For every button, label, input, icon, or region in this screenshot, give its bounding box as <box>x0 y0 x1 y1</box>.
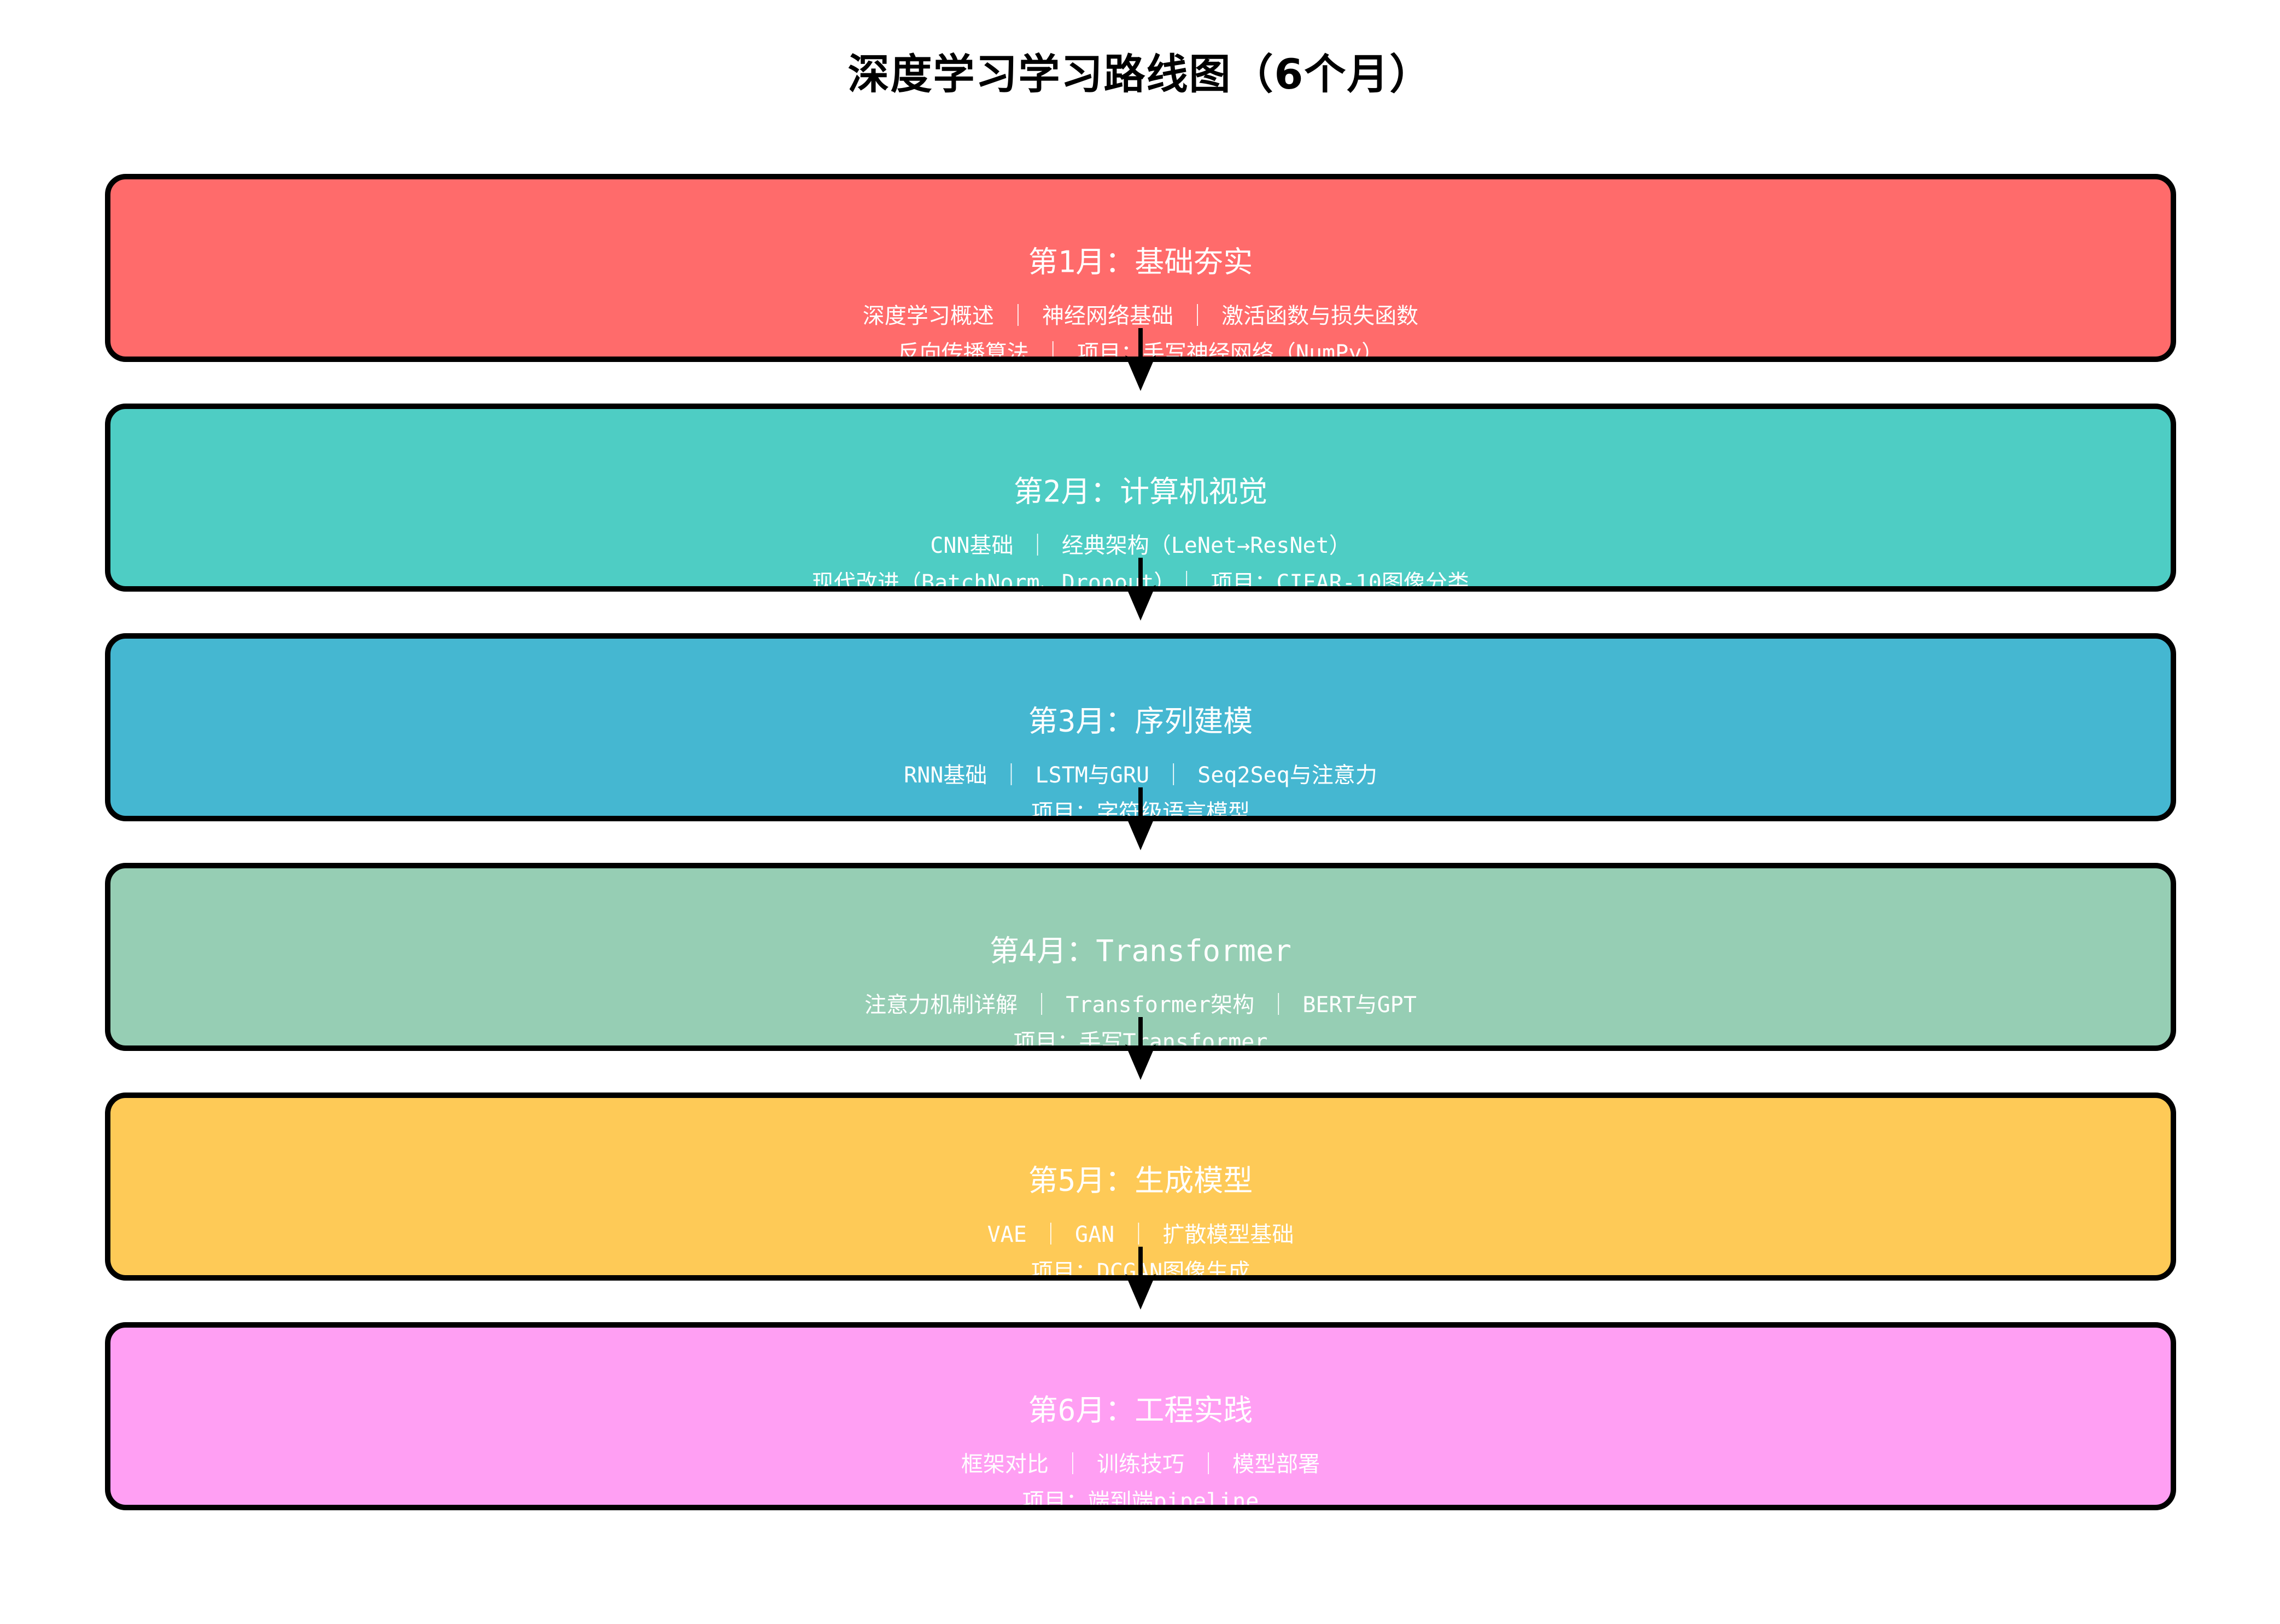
roadmap-stage: 第4月：Transformer 注意力机制详解 ｜ Transformer架构 … <box>105 863 2176 1080</box>
stage-topics: RNN基础 ｜ LSTM与GRU ｜ Seq2Seq与注意力 <box>904 763 1377 788</box>
roadmap-stage: 第2月：计算机视觉 CNN基础 ｜ 经典架构（LeNet→ResNet） 现代改… <box>105 404 2176 621</box>
down-arrow-icon <box>1125 558 1156 621</box>
roadmap-stage: 第3月：序列建模 RNN基础 ｜ LSTM与GRU ｜ Seq2Seq与注意力 … <box>105 633 2176 850</box>
stage-project: 项目：端到端pipeline <box>1022 1489 1259 1510</box>
stage-title: 第1月：基础夯实 <box>1028 244 1253 279</box>
stage-title: 第4月：Transformer <box>989 933 1292 968</box>
stage-topics: CNN基础 ｜ 经典架构（LeNet→ResNet） <box>930 533 1351 559</box>
stage-topics: 注意力机制详解 ｜ Transformer架构 ｜ BERT与GPT <box>864 992 1417 1018</box>
roadmap-stage: 第6月：工程实践 框架对比 ｜ 训练技巧 ｜ 模型部署 项目：端到端pipeli… <box>105 1322 2176 1510</box>
stage-title: 第5月：生成模型 <box>1028 1163 1253 1198</box>
down-arrow-icon <box>1125 328 1156 391</box>
stage-title: 第6月：工程实践 <box>1028 1393 1253 1428</box>
stage-list: 第1月：基础夯实 深度学习概述 ｜ 神经网络基础 ｜ 激活函数与损失函数 反向传… <box>105 174 2176 1510</box>
down-arrow-icon <box>1125 1247 1156 1310</box>
stage-title: 第2月：计算机视觉 <box>1013 474 1268 509</box>
stage-topics: VAE ｜ GAN ｜ 扩散模型基础 <box>987 1222 1294 1248</box>
stage-topics: 深度学习概述 ｜ 神经网络基础 ｜ 激活函数与损失函数 <box>862 303 1419 329</box>
down-arrow-icon <box>1125 1017 1156 1080</box>
page-title: 深度学习学习路线图（6个月） <box>847 50 1433 98</box>
roadmap-stage: 第5月：生成模型 VAE ｜ GAN ｜ 扩散模型基础 项目：DCGAN图像生成 <box>105 1093 2176 1310</box>
roadmap-stage: 第1月：基础夯实 深度学习概述 ｜ 神经网络基础 ｜ 激活函数与损失函数 反向传… <box>105 174 2176 391</box>
stage-title: 第3月：序列建模 <box>1028 704 1253 739</box>
stage-topics: 框架对比 ｜ 训练技巧 ｜ 模型部署 <box>961 1452 1320 1477</box>
stage-box: 第6月：工程实践 框架对比 ｜ 训练技巧 ｜ 模型部署 项目：端到端pipeli… <box>105 1322 2176 1510</box>
down-arrow-icon <box>1125 787 1156 850</box>
